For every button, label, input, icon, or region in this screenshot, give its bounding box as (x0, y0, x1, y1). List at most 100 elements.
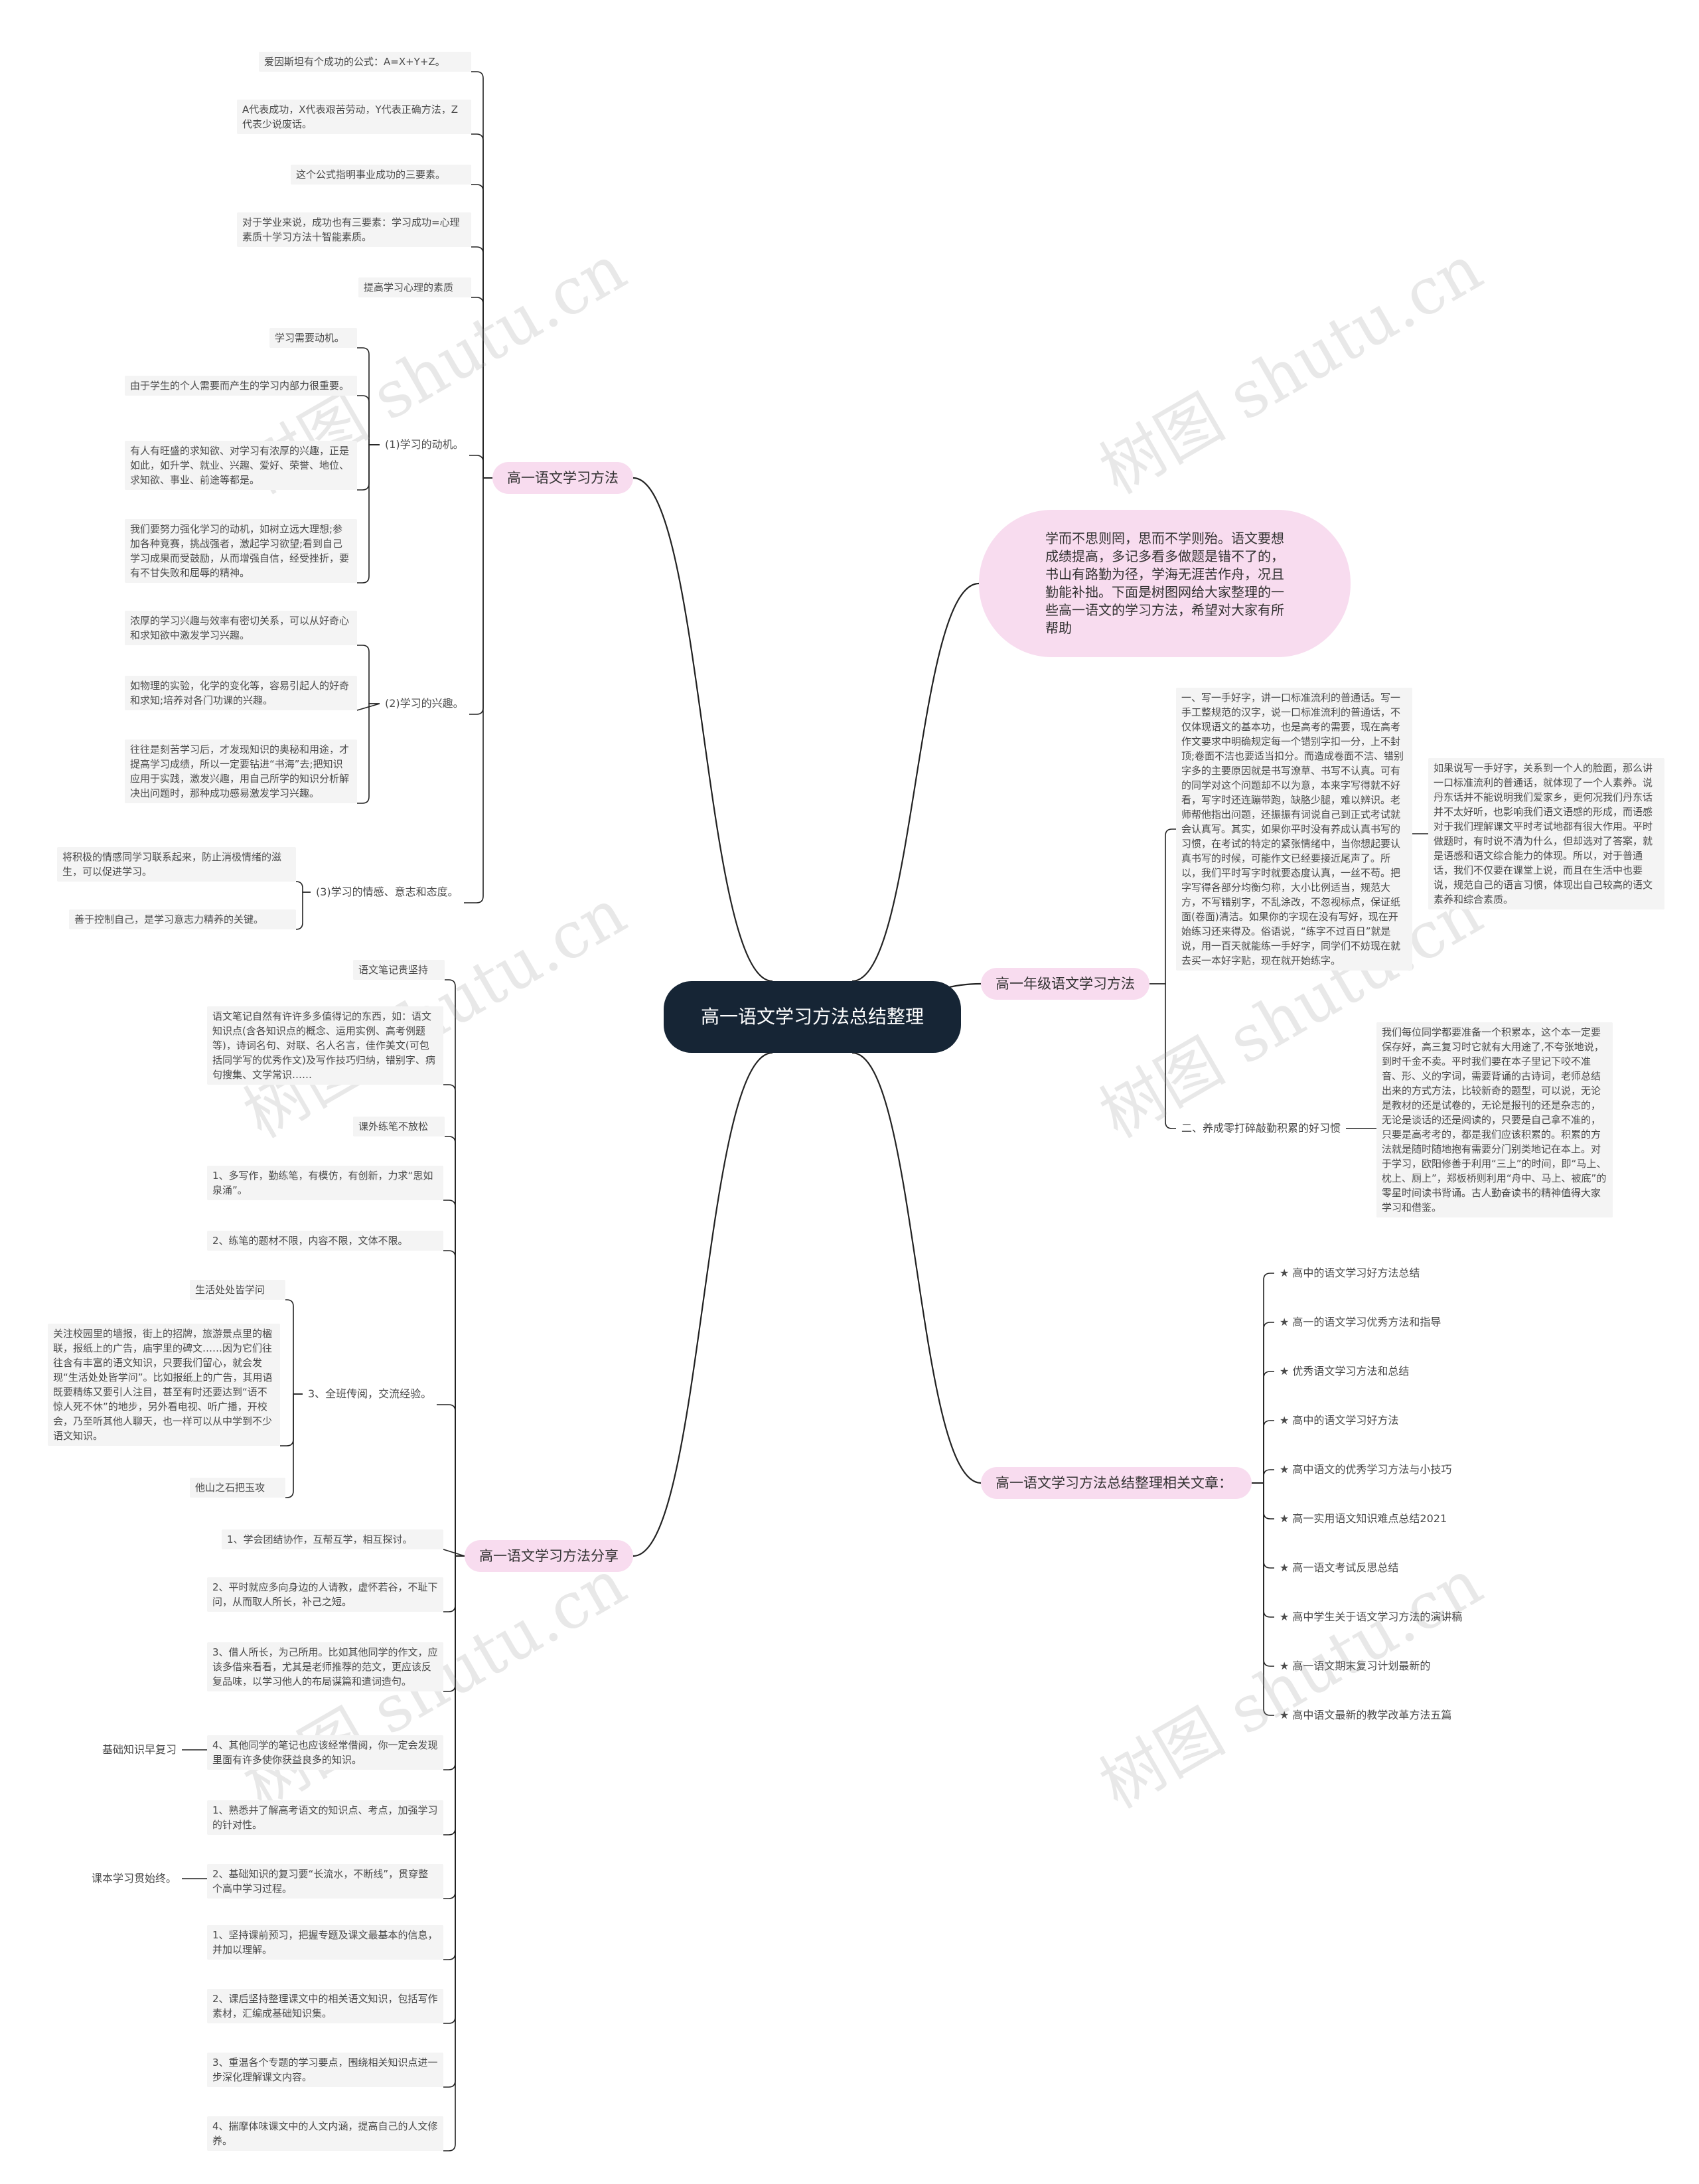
leaf-cooperation[interactable]: 1、学会团结协作，互帮互学，相互探讨。 (222, 1529, 443, 1549)
center-topic-label: 高一语文学习方法总结整理 (700, 1006, 924, 1028)
connector (464, 477, 492, 903)
connector (1252, 1482, 1274, 1618)
article-link[interactable]: ★ 高一语文考试反思总结 (1280, 1561, 1399, 1574)
connector (1252, 1469, 1274, 1484)
connector (357, 645, 380, 704)
leaf-writing[interactable]: 2、练笔的题材不限，内容不限，文体不限。 (207, 1231, 443, 1251)
leaf-formula-meaning[interactable]: A代表成功，X代表艰苦劳动，Y代表正确方法，Z代表少说废话。 (237, 100, 471, 134)
connector (357, 703, 380, 804)
leaf-writing[interactable]: 1、多写作，勤练笔，有模仿，有创新，力求“思如泉涌”。 (207, 1166, 443, 1200)
leaf-textbook[interactable]: 1、坚持课前预习，把握专题及课文最基本的信息，并加以理解。 (207, 1925, 443, 1960)
leaf-textbook[interactable]: 4、揣摩体味课文中的人文内涵，提高自己的人文修养。 (207, 2116, 443, 2151)
leaf-extra-writing[interactable]: 课外练笔不放松 (353, 1117, 445, 1136)
connector (295, 892, 311, 930)
connector (443, 1084, 465, 1557)
intro-node[interactable]: 学而不思则罔，思而不学则殆。语文要想成绩提高，多记多看多做题是错不了的，书山有路… (979, 510, 1351, 657)
leaf-formula[interactable]: 爱因斯坦有个成功的公式：A=X+Y+Z。 (259, 52, 471, 72)
connector (443, 1555, 465, 2088)
leaf-life-detail[interactable]: 关注校园里的墙报，街上的招牌，旅游景点里的楹联，报纸上的广告，庙宇里的碑文……因… (48, 1324, 280, 1446)
leaf-motivation[interactable]: 有人有旺盛的求知欲、对学习有浓厚的兴趣，正是如此，如升学、就业、兴趣、爱好、荣誉… (125, 441, 357, 490)
node-basic-review[interactable]: 基础知识早复习 (102, 1743, 177, 1756)
leaf-mandarin-detail[interactable]: 如果说写一手好字，关系到一个人的脸面，那么讲一口标准流利的普通话，就体现了一个人… (1428, 758, 1664, 909)
article-link[interactable]: ★ 高一实用语文知识难点总结2021 (1280, 1512, 1447, 1525)
connector (285, 1393, 303, 1498)
leaf-cooperation[interactable]: 4、其他同学的笔记也应该经常借阅，你一定会发现里面有许多使你获益良多的知识。 (207, 1735, 443, 1770)
connector (357, 444, 380, 491)
branch-grade-methods[interactable]: 高一年级语文学习方法 (981, 968, 1149, 1000)
connector (1252, 1273, 1274, 1484)
node-interest[interactable]: (2)学习的兴趣。 (385, 697, 464, 710)
node-emotion-will[interactable]: (3)学习的情感、意志和态度。 (316, 886, 459, 898)
node-accumulation-habit[interactable]: 二、养成零打碎敲勤积累的好习惯 (1181, 1122, 1341, 1134)
connector (1252, 1322, 1274, 1484)
leaf-cooperation[interactable]: 3、借人所长，为己所用。比如其他同学的作文，应该多借来看看，尤其是老师推荐的范文… (207, 1642, 443, 1691)
branch-related-articles[interactable]: 高一语文学习方法总结整理相关文章： (981, 1467, 1252, 1499)
connector (295, 881, 311, 893)
connector (357, 395, 380, 445)
leaf-notes-detail[interactable]: 语文笔记自然有许许多多值得记的东西，如：语文知识点(含各知识点的概念、运用实例、… (207, 1006, 443, 1085)
article-link[interactable]: ★ 高一的语文学习优秀方法和指导 (1280, 1316, 1441, 1328)
leaf-life-learning[interactable]: 生活处处皆学问 (190, 1280, 285, 1300)
leaf-basic-review[interactable]: 2、基础知识的复习要“长流水，不断线”，贯穿整个高中学习过程。 (207, 1864, 443, 1899)
connector (443, 1555, 465, 1612)
article-link[interactable]: ★ 高一语文期末复习计划最新的 (1280, 1660, 1431, 1672)
connector (1252, 1371, 1274, 1484)
connector (471, 297, 492, 479)
leaf-accumulation-detail[interactable]: 我们每位同学都要准备一个积累本，这个本一定要保存好，高三复习时它就有大用途了,不… (1376, 1022, 1613, 1217)
connector (632, 1052, 773, 1557)
branch-label: 高一语文学习方法分享 (479, 1548, 619, 1564)
leaf-textbook[interactable]: 3、重温各个专题的学习要点，围绕相关知识点进一步深化理解课文内容。 (207, 2053, 443, 2087)
connector (443, 1555, 465, 1770)
connector (443, 1555, 465, 1835)
leaf-mind-quality[interactable]: 提高学习心理的素质 (358, 277, 471, 297)
leaf-cooperation[interactable]: 2、平时就应多向身边的人请教，虚怀若谷，不耻下问，从而取人所长，补己之短。 (207, 1577, 443, 1612)
leaf-motivation[interactable]: 学习需要动机。 (269, 328, 357, 348)
leaf-interest[interactable]: 如物理的实验，化学的变化等，容易引起人的好奇和求知;培养对各门功课的兴趣。 (125, 676, 357, 710)
branch-label: 高一语文学习方法 (507, 470, 619, 486)
leaf-motivation[interactable]: 我们要努力强化学习的动机，如树立远大理想;参加各种竞赛，挑战强者，激起学习欲望;… (125, 519, 357, 583)
connector (437, 1404, 465, 1557)
leaf-other-stone[interactable]: 他山之石把玉攻 (190, 1478, 285, 1498)
branch-label: 高一语文学习方法总结整理相关文章： (996, 1475, 1232, 1491)
article-link[interactable]: ★ 高中语文最新的教学改革方法五篇 (1280, 1709, 1452, 1721)
connector (1252, 1482, 1274, 1667)
leaf-will[interactable]: 善于控制自己，是学习意志力精养的关键。 (69, 909, 296, 929)
connector (285, 1299, 303, 1395)
connector (471, 184, 492, 479)
connector (471, 133, 492, 479)
article-link[interactable]: ★ 高中的语文学习好方法总结 (1280, 1267, 1420, 1279)
branch-learning-methods[interactable]: 高一语文学习方法 (492, 462, 633, 494)
leaf-textbook[interactable]: 2、课后坚持整理课文中的相关语文知识，包括写作素材，汇编成基础知识集。 (207, 1989, 443, 2023)
leaf-notes[interactable]: 语文笔记贵坚持 (353, 960, 445, 980)
center-topic[interactable]: 高一语文学习方法总结整理 (664, 981, 961, 1053)
leaf-basic-review[interactable]: 1、熟悉并了解高考语文的知识点、考点，加强学习的针对性。 (207, 1800, 443, 1835)
connector (1149, 983, 1176, 1129)
leaf-three-elements[interactable]: 这个公式指明事业成功的三要素。 (291, 165, 471, 185)
connector (1149, 828, 1176, 984)
leaf-handwriting-speech[interactable]: 一、写一手好字，讲一口标准流利的普通话。写一手工整规范的汉字，说一口标准流利的普… (1176, 688, 1412, 971)
article-link[interactable]: ★ 高中语文的优秀学习方法与小技巧 (1280, 1463, 1452, 1476)
connector (443, 1555, 465, 2024)
leaf-interest[interactable]: 浓厚的学习兴趣与效率有密切关系，可以从好奇心和求知欲中激发学习兴趣。 (125, 611, 357, 645)
connector (1252, 1420, 1274, 1484)
article-link[interactable]: ★ 高中的语文学习好方法 (1280, 1414, 1399, 1427)
node-textbook-study[interactable]: 课本学习贯始终。 (92, 1872, 177, 1885)
connector (443, 1555, 465, 1692)
connector (632, 477, 773, 982)
connector (280, 1393, 303, 1446)
connector (356, 703, 380, 711)
leaf-emotion[interactable]: 将积极的情感同学习联系起来，防止消极情绪的滋生，可以促进学习。 (57, 847, 296, 882)
leaf-interest[interactable]: 往往是刻苦学习后，才发现知识的奥秘和用途，才提高学习成绩，所以一定要钻进“书海”… (125, 740, 357, 803)
connector (1252, 1482, 1274, 1716)
connector (1252, 1482, 1274, 1569)
article-link[interactable]: ★ 高中学生关于语文学习方法的演讲稿 (1280, 1610, 1463, 1623)
connector (445, 1136, 465, 1557)
connector (471, 71, 492, 479)
node-class-exchange[interactable]: 3、全班传阅，交流经验。 (308, 1387, 432, 1400)
node-motivation[interactable]: (1)学习的动机。 (385, 438, 464, 451)
leaf-study-success[interactable]: 对于学业来说，成功也有三要素：学习成功=心理素质十学习方法十智能素质。 (237, 212, 471, 247)
article-link[interactable]: ★ 优秀语文学习方法和总结 (1280, 1365, 1410, 1377)
branch-method-sharing[interactable]: 高一语文学习方法分享 (465, 1540, 633, 1572)
leaf-motivation[interactable]: 由于学生的个人需要而产生的学习内部力很重要。 (125, 376, 357, 396)
